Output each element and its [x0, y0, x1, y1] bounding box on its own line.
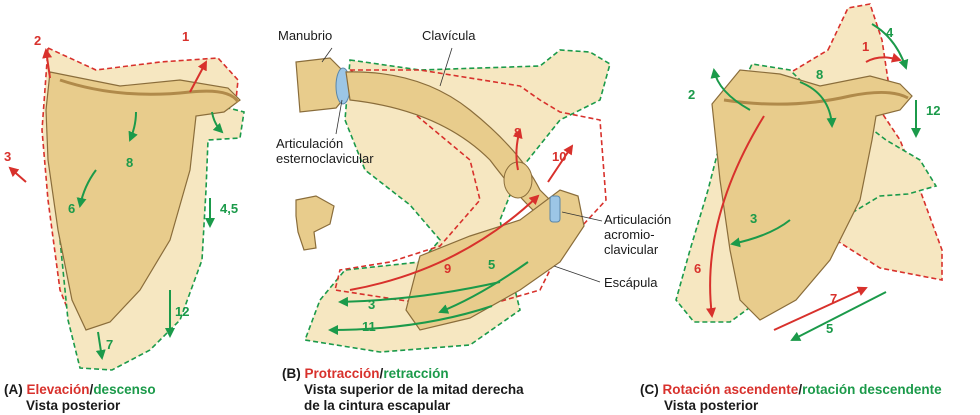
- panel-c-arrow-8: [799, 81, 837, 128]
- panel-b-scapula: [405, 189, 585, 331]
- panel-a-caption-sep: /: [89, 382, 94, 397]
- panel-c-caption-downward: rotación descendente: [802, 382, 942, 397]
- panel-c-arrow-6: [706, 115, 765, 318]
- panel-b-label-manubrio: Manubrio: [278, 28, 333, 43]
- panel-b-caption-letter: (B): [282, 366, 301, 381]
- panel-b-num-3: 3: [368, 297, 376, 312]
- panel-b-arrow-5: [438, 261, 529, 314]
- panel-b-caption-protraction: Protracción: [304, 366, 380, 381]
- panel-b-caption-retraction: retracción: [383, 366, 449, 381]
- panel-b-leader-manubrio: [321, 47, 333, 63]
- panel-b-label-clavicula: Clavícula: [422, 28, 476, 43]
- panel-b-num-8: 8: [514, 125, 522, 140]
- panel-a-scapular-spine: [59, 78, 240, 103]
- panel-c-num-4: 4: [886, 25, 894, 40]
- panel-b-arrow-9: [349, 194, 540, 291]
- panel-b-label-art-ac-2: acromio-: [604, 227, 655, 242]
- panel-b-arrow-3: [338, 281, 501, 307]
- panel-c-scapular-spine: [723, 91, 909, 106]
- panel-c-arrow-5: [790, 291, 887, 341]
- panel-b-label-art-ec-1: Articulación: [276, 136, 344, 151]
- panel-b-caption-sep: /: [379, 366, 384, 381]
- panel-b-leader-escapula: [553, 265, 601, 283]
- panel-a-caption-line1: (A) Elevación/descenso: [4, 382, 156, 398]
- panel-b-caption-line2: Vista superior de la mitad derecha: [304, 382, 524, 397]
- panel-a-arrow-1: [189, 60, 207, 93]
- panel-c-arrow-1: [865, 52, 902, 63]
- panel-b-num-9: 9: [444, 261, 452, 276]
- panel-c-caption-upward: Rotación ascendente: [662, 382, 799, 397]
- panel-a-num-1: 1: [182, 29, 190, 44]
- panel-c-num-12: 12: [926, 103, 941, 118]
- panel-a-caption-line2: Vista posterior: [26, 398, 121, 413]
- panel-b-protracted-outline: [334, 69, 607, 311]
- panel-c-num-2: 2: [688, 87, 696, 102]
- panel-a-arrow-7: [95, 331, 106, 360]
- panel-b-label-art-ec-2: esternoclavicular: [276, 151, 374, 166]
- panel-c-caption-line2: Vista posterior: [664, 398, 759, 413]
- panel-c-arrow-2: [710, 68, 751, 111]
- panel-a-figure: [8, 46, 245, 371]
- panel-b-arrow-8: [512, 128, 523, 171]
- panel-c-arrow-3: [730, 219, 791, 248]
- panel-c-num-7: 7: [830, 291, 838, 306]
- panel-c-scapula-bone: [711, 69, 913, 321]
- panel-a-scapula-bone: [45, 71, 241, 331]
- panel-a-num-12: 12: [175, 304, 190, 319]
- panel-b-acromioclavicular-disc: [549, 195, 561, 223]
- panel-b-label-art-ac-1: Articulación: [604, 212, 672, 227]
- panel-c-num-8: 8: [816, 67, 824, 82]
- panel-a-caption-letter: (A): [4, 382, 23, 397]
- panel-b-retracted-outline: [303, 49, 611, 353]
- panel-c-num-5: 5: [826, 321, 834, 336]
- panel-c-num-1: 1: [862, 39, 870, 54]
- panel-a-num-8: 8: [126, 155, 134, 170]
- panel-c-arrow-4: [871, 23, 909, 70]
- panel-c-num-6: 6: [694, 261, 702, 276]
- panel-a-arrow-3: [8, 166, 27, 183]
- panel-a-num-2: 2: [34, 33, 42, 48]
- panel-b-coracoid: [503, 161, 533, 199]
- panel-b-label-art-ac-3: clavicular: [604, 242, 659, 257]
- panel-a-arrow-8: [128, 111, 138, 142]
- panel-b-num-11: 11: [362, 319, 376, 334]
- panel-b-label-escapula: Escápula: [604, 275, 658, 290]
- panel-b-arrow-10: [547, 144, 574, 183]
- panel-b-caption-line3: de la cintura escapular: [304, 398, 451, 413]
- panel-c-figure: [675, 3, 943, 341]
- panel-a-num-6: 6: [68, 201, 76, 216]
- panel-c-num-3: 3: [750, 211, 758, 226]
- panel-a-caption-depression: descenso: [93, 382, 156, 397]
- panel-a-arrow-2: [42, 48, 53, 79]
- panel-b-leader-art-ec: [335, 99, 343, 135]
- panel-c-arrow-7: [773, 286, 868, 331]
- panel-a-arrow-top-green: [211, 111, 224, 134]
- panel-b-num-5: 5: [488, 257, 496, 272]
- panel-c-caption-letter: (C): [640, 382, 659, 397]
- panel-b-num-10: 10: [552, 149, 567, 164]
- panel-a-num-3: 3: [4, 149, 12, 164]
- panel-b-leader-clavicula: [439, 47, 453, 87]
- panel-b-arrow-11: [328, 305, 493, 335]
- panel-b-caption-line1: (B) Protracción/retracción: [282, 366, 449, 382]
- panel-b-vertebra: [295, 195, 335, 251]
- panel-a-arrow-6: [76, 169, 97, 208]
- panel-c-caption-line1: (C) Rotación ascendente/rotación descend…: [640, 382, 942, 398]
- panel-b-figure: [295, 47, 611, 353]
- panel-a-num-7: 7: [106, 337, 114, 352]
- panel-a-caption-elevation: Elevación: [26, 382, 90, 397]
- panel-c-caption-sep: /: [798, 382, 803, 397]
- panel-b-leader-art-ac: [561, 211, 603, 222]
- panel-a-num-4-5: 4,5: [220, 201, 239, 216]
